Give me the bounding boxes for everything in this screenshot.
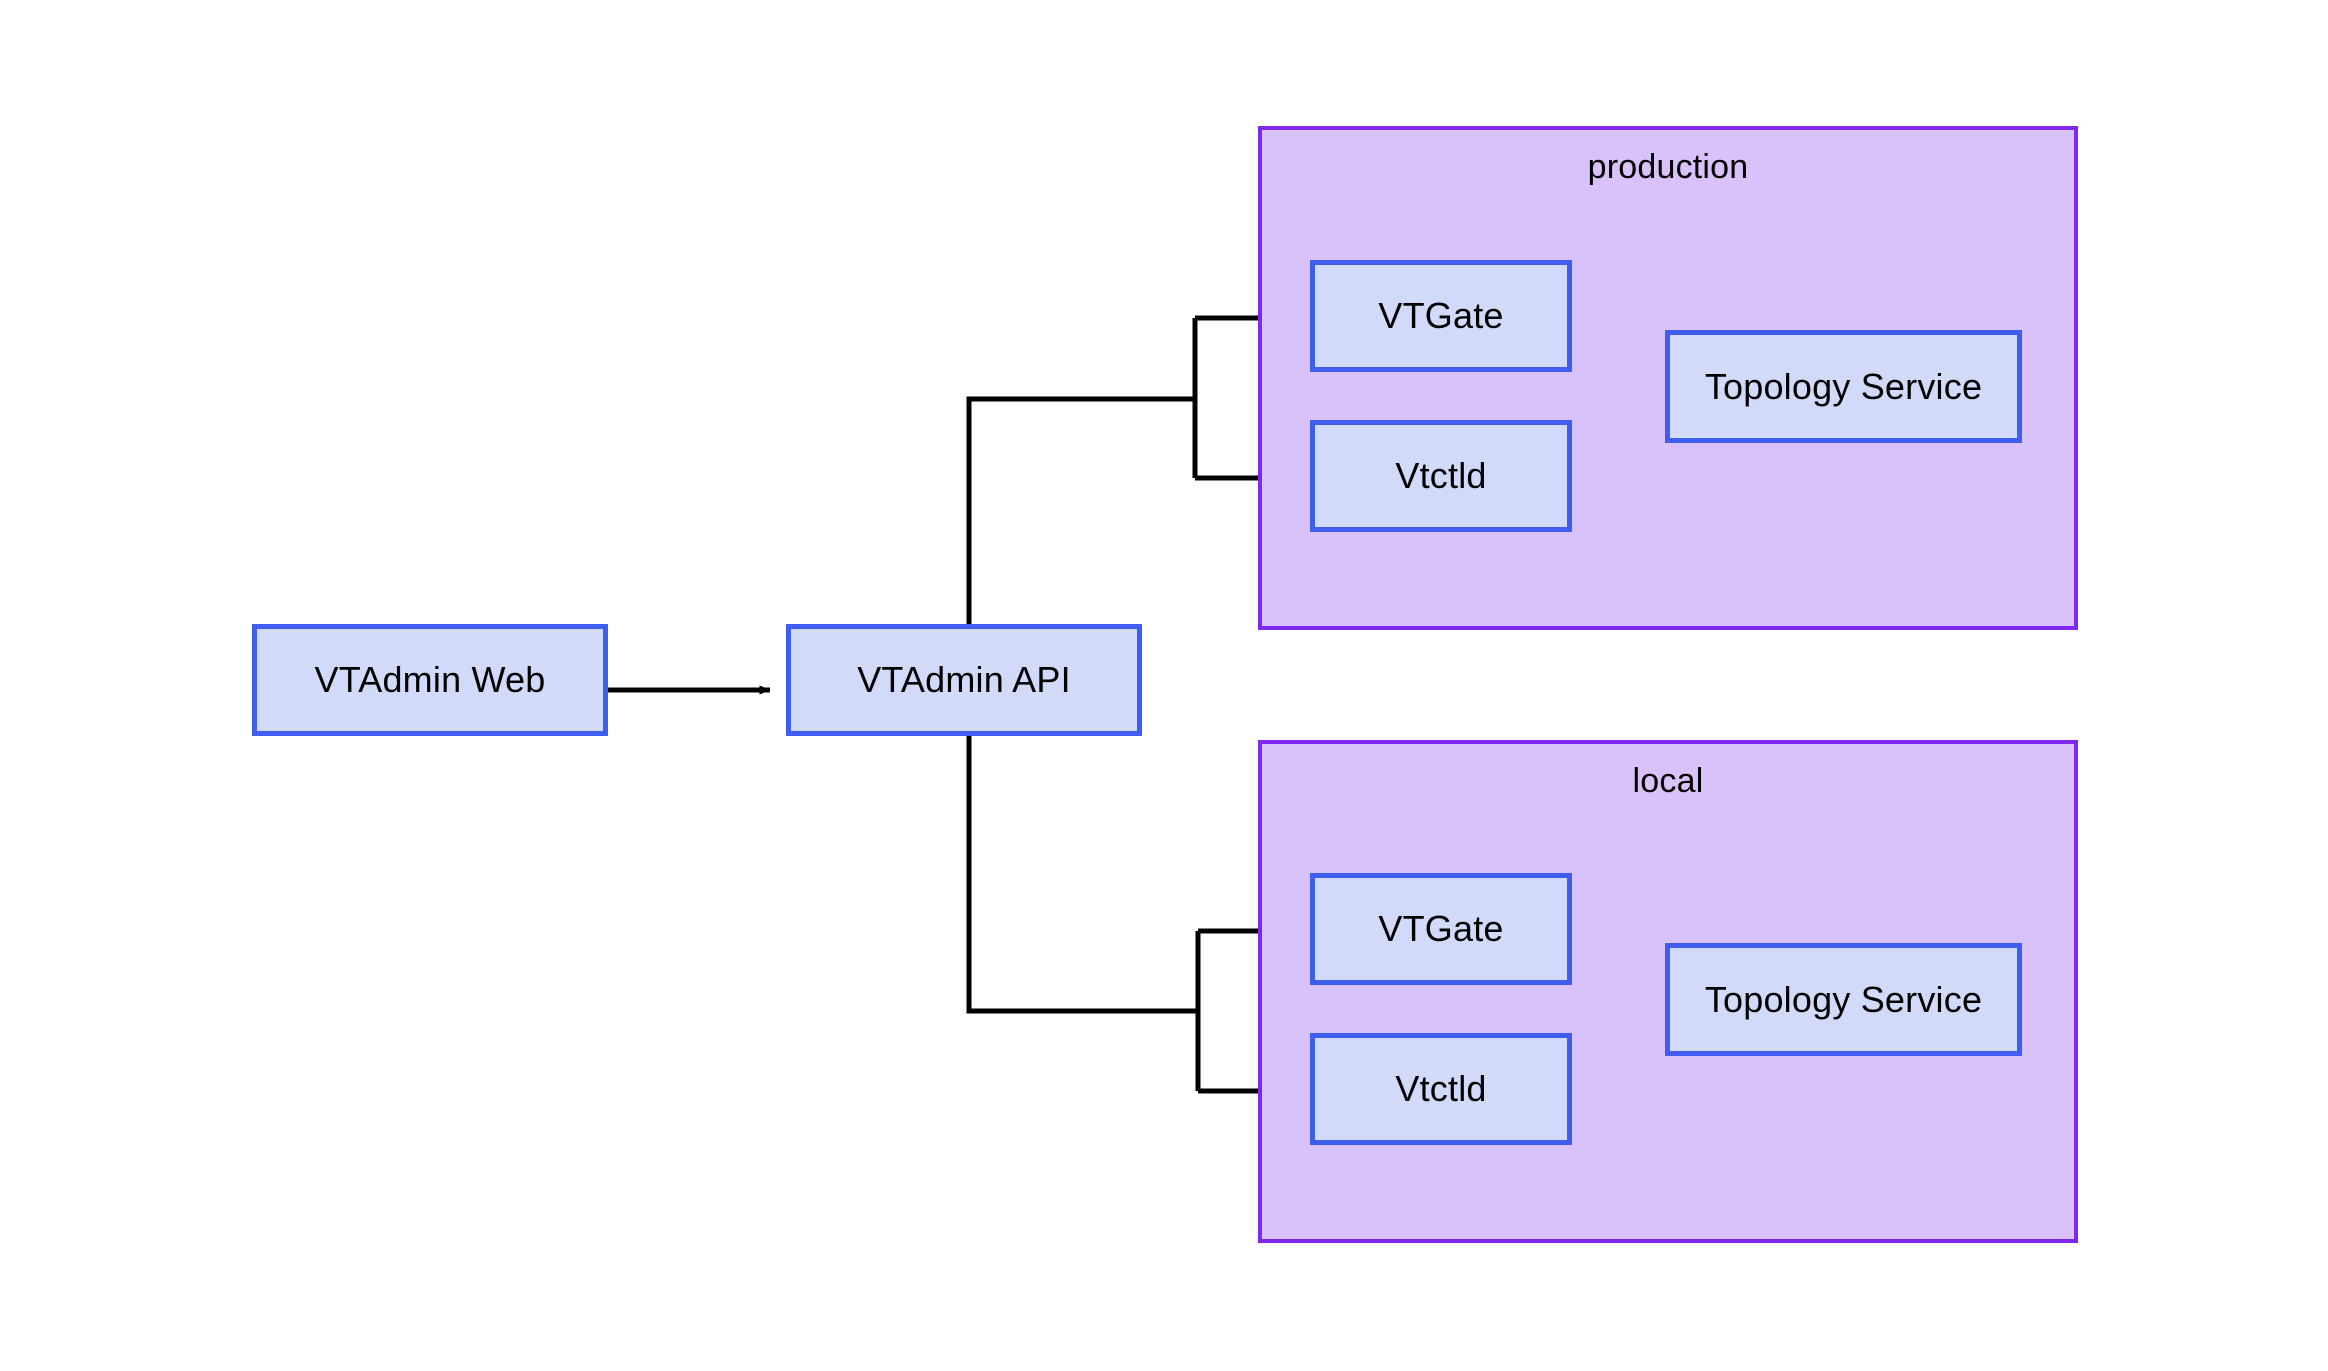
node-local-vtgate[interactable]: VTGate [1310,873,1572,985]
node-local-topology-service[interactable]: Topology Service [1665,943,2022,1056]
node-vtadmin-web-label: VTAdmin Web [314,659,546,700]
edge-api-to-local [966,736,1295,1096]
node-production-vtgate[interactable]: VTGate [1310,260,1572,372]
node-vtadmin-web[interactable]: VTAdmin Web [252,624,608,736]
node-vtadmin-api[interactable]: VTAdmin API [786,624,1142,736]
node-production-topology-service-label: Topology Service [1704,365,1983,407]
edge-api-to-production [966,313,1295,624]
node-production-vtctld-label: Vtctld [1395,455,1487,496]
node-local-vtctld[interactable]: Vtctld [1310,1033,1572,1145]
node-local-vtgate-label: VTGate [1378,908,1504,949]
node-local-vtctld-label: Vtctld [1395,1068,1487,1109]
node-production-vtgate-label: VTGate [1378,295,1504,336]
node-local-topology-service-label: Topology Service [1704,978,1983,1020]
node-production-topology-service[interactable]: Topology Service [1665,330,2022,443]
node-production-vtctld[interactable]: Vtctld [1310,420,1572,532]
cluster-local-label: local [1632,762,1704,800]
node-vtadmin-api-label: VTAdmin API [857,659,1071,700]
cluster-production-label: production [1587,148,1749,186]
